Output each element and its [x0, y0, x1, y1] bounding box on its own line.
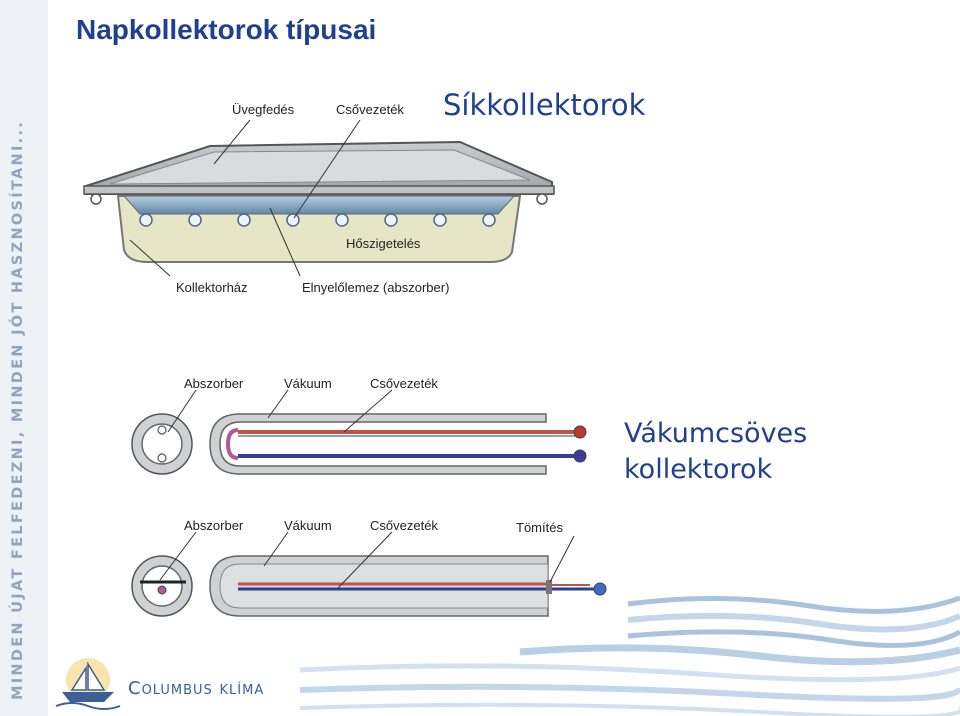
leader-vacuum-2 — [263, 531, 289, 567]
leader-housing — [129, 239, 171, 277]
leader-pipe-2 — [337, 531, 393, 589]
pipe-circle — [335, 213, 349, 227]
label-pipe: Csővezeték — [336, 102, 404, 117]
logo-hull — [62, 692, 114, 702]
hot-pipe-end — [573, 425, 587, 439]
label-absorber-2: Abszorber — [184, 518, 244, 533]
tube2-pipe-end — [593, 582, 607, 596]
tube-cross-section-inner — [141, 423, 183, 465]
ship-logo-icon — [55, 658, 121, 710]
wave-line — [519, 644, 960, 666]
cold-pipe-end — [573, 449, 587, 463]
pipe-dot-top — [157, 425, 167, 435]
logo-wave — [55, 702, 121, 710]
page-title: Napkollektorok típusai — [76, 14, 377, 45]
logo-sail — [87, 661, 106, 691]
vacuum-collector-heading: Vákumcsöves kollektorok — [624, 416, 807, 488]
tube2-glass-inner — [219, 563, 549, 609]
vacuum-tube-u: Abszorber Vákuum Csővezeték — [131, 376, 587, 475]
label-pipe-2: Csővezeték — [370, 518, 438, 533]
wave-line — [299, 683, 960, 702]
label-absorber: Elnyelőlemez (abszorber) — [302, 280, 449, 295]
label-vacuum-2: Vákuum — [284, 518, 332, 533]
absorber-fin — [225, 428, 239, 460]
leader-absorber-1 — [167, 389, 197, 433]
leader-absorber — [269, 207, 301, 277]
leader-pipe-1 — [343, 389, 393, 433]
wave-line — [627, 629, 960, 648]
label-vacuum-1: Vákuum — [284, 376, 332, 391]
pipe-circle — [188, 213, 202, 227]
pipe-circle — [384, 213, 398, 227]
vacuum-heading-line2: kollektorok — [624, 454, 773, 485]
tube2-seal — [546, 580, 552, 594]
tube-glass-outer — [209, 413, 547, 475]
flat-collector: Üvegfedés Csővezeték Hőszigetelés Kollek… — [83, 102, 555, 295]
vacuum-tube-heatpipe: Abszorber Vákuum Csővezeték Tömítés — [131, 518, 607, 617]
vacuum-heading-line1: Vákumcsöves — [624, 418, 808, 449]
leader-pipe — [293, 119, 361, 219]
frame-bolt-left — [90, 193, 102, 205]
tube2-pipe-dot — [157, 585, 167, 595]
wave-line — [299, 702, 960, 716]
wave-line — [627, 612, 960, 633]
flat-collector-heading: Síkkollektorok — [443, 88, 646, 122]
label-absorber-1: Abszorber — [184, 376, 244, 391]
label-glass: Üvegfedés — [232, 102, 295, 117]
pipe-circle — [433, 213, 447, 227]
logo-sail-2 — [70, 665, 87, 691]
wave-line — [627, 595, 960, 614]
leader-absorber-2 — [159, 531, 197, 581]
pipe-dot-bottom — [157, 453, 167, 463]
wave-decoration — [299, 595, 960, 716]
label-pipe-1: Csővezeték — [370, 376, 438, 391]
absorber-layer — [122, 195, 516, 215]
pipe-circle — [286, 213, 300, 227]
label-housing: Kollektorház — [176, 280, 248, 295]
collector-frame — [83, 185, 555, 195]
pipe-circle — [139, 213, 153, 227]
pipe-circle — [237, 213, 251, 227]
label-insulation: Hőszigetelés — [346, 236, 421, 251]
leader-glass — [213, 119, 251, 165]
frame-bolt-right — [536, 193, 548, 205]
wave-line — [299, 663, 960, 683]
label-seal-2: Tömítés — [516, 520, 563, 535]
brand-name: Columbus klíma — [128, 678, 265, 699]
pipe-circle — [482, 213, 496, 227]
glass-inner — [109, 149, 531, 185]
sidebar-band: MINDEN ÚJAT FELFEDEZNI, MINDEN JÓT HASZN… — [0, 0, 48, 716]
leader-vacuum-1 — [267, 389, 289, 419]
leader-seal-2 — [549, 535, 575, 583]
pipe-row — [139, 213, 496, 227]
